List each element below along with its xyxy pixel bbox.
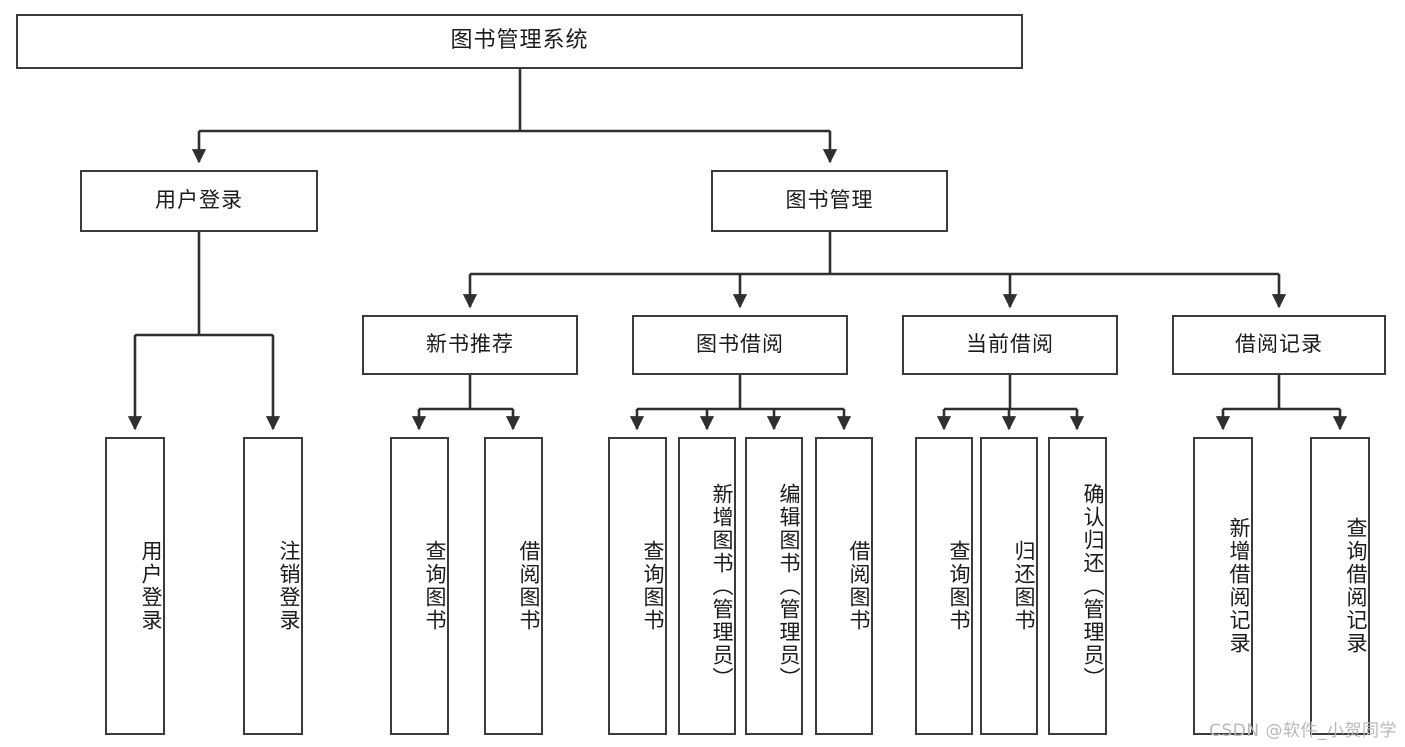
- node-current-borrow-label: 当前借阅: [966, 332, 1054, 357]
- leaf-logout-label: 注销登录: [277, 540, 301, 632]
- node-root[interactable]: 图书管理系统: [16, 14, 1023, 69]
- node-book-management-label: 图书管理: [785, 188, 874, 213]
- leaf-add-borrow-record-label: 新增借阅记录: [1227, 517, 1251, 655]
- leaf-borrow-book-label: 借阅图书: [847, 540, 871, 632]
- leaf-query-book-current[interactable]: 查询图书: [915, 437, 973, 735]
- leaf-add-borrow-record[interactable]: 新增借阅记录: [1193, 437, 1253, 735]
- leaf-query-book-current-label: 查询图书: [947, 540, 971, 632]
- node-user-login-label: 用户登录: [155, 188, 243, 213]
- node-current-borrow[interactable]: 当前借阅: [902, 315, 1118, 375]
- leaf-confirm-return-admin-label: 确认归还（管理员）: [1081, 482, 1105, 690]
- leaf-user-login-label: 用户登录: [139, 540, 163, 632]
- node-new-book-recommend[interactable]: 新书推荐: [362, 315, 578, 375]
- leaf-add-book-admin[interactable]: 新增图书（管理员）: [678, 437, 736, 735]
- node-borrow-record[interactable]: 借阅记录: [1172, 315, 1386, 375]
- node-book-borrow-label: 图书借阅: [696, 332, 784, 357]
- leaf-query-book-newbook[interactable]: 查询图书: [390, 437, 449, 735]
- node-book-management[interactable]: 图书管理: [711, 170, 948, 232]
- leaf-query-book-borrow-label: 查询图书: [641, 540, 665, 632]
- leaf-query-book-newbook-label: 查询图书: [423, 540, 447, 632]
- node-new-book-recommend-label: 新书推荐: [426, 332, 514, 357]
- node-book-borrow[interactable]: 图书借阅: [632, 315, 848, 375]
- leaf-logout[interactable]: 注销登录: [243, 437, 303, 735]
- leaf-edit-book-admin[interactable]: 编辑图书（管理员）: [745, 437, 803, 735]
- leaf-query-borrow-record-label: 查询借阅记录: [1344, 517, 1368, 655]
- leaf-borrow-book-newbook[interactable]: 借阅图书: [484, 437, 543, 735]
- leaf-edit-book-admin-label: 编辑图书（管理员）: [777, 482, 801, 690]
- leaf-return-book-label: 归还图书: [1012, 540, 1036, 632]
- leaf-confirm-return-admin[interactable]: 确认归还（管理员）: [1048, 437, 1107, 735]
- csdn-watermark: CSDN @软件_小贺同学: [1209, 721, 1397, 741]
- node-borrow-record-label: 借阅记录: [1235, 332, 1323, 357]
- leaf-query-book-borrow[interactable]: 查询图书: [608, 437, 667, 735]
- leaf-add-book-admin-label: 新增图书（管理员）: [710, 482, 734, 690]
- leaf-return-book[interactable]: 归还图书: [980, 437, 1038, 735]
- leaf-query-borrow-record[interactable]: 查询借阅记录: [1310, 437, 1370, 735]
- leaf-user-login[interactable]: 用户登录: [105, 437, 165, 735]
- node-user-login[interactable]: 用户登录: [80, 170, 318, 232]
- node-root-label: 图书管理系统: [450, 28, 589, 54]
- leaf-borrow-book-newbook-label: 借阅图书: [517, 540, 541, 632]
- leaf-borrow-book[interactable]: 借阅图书: [815, 437, 873, 735]
